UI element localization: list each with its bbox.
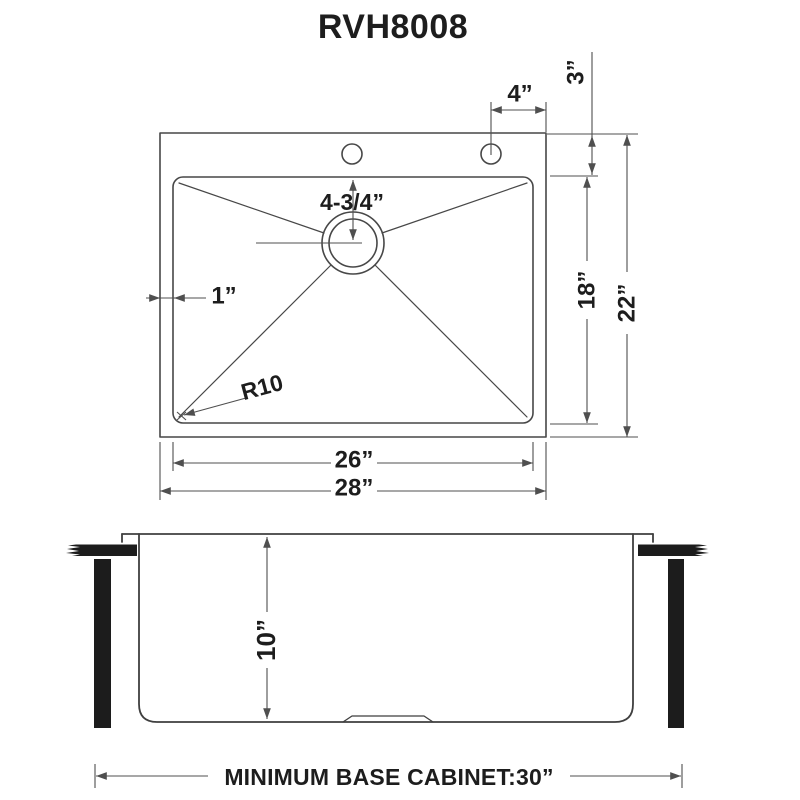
footer-dimension: MINIMUM BASE CABINET:30”	[94, 764, 683, 790]
dim-label-22in: 22”	[614, 284, 641, 323]
bowl-section-outline	[138, 533, 634, 723]
top-view	[159, 132, 547, 438]
slope-line-top-left	[178, 182, 325, 234]
top-view-dimensions: 4” 3” 4-3/4” 1” R10 18” 22”	[146, 52, 641, 502]
dim-label-1in: 1”	[211, 283, 236, 310]
r10-tick-2	[176, 411, 187, 421]
cabinet-side-right	[668, 559, 684, 728]
dim-label-18in: 18”	[574, 271, 601, 310]
dim-label-drain: 4-3/4”	[320, 189, 384, 215]
slope-line-top-right	[381, 182, 528, 234]
dim-label-r10: R10	[238, 369, 285, 405]
drain-recess	[342, 715, 434, 723]
dim-label-28in: 28”	[335, 475, 374, 502]
dim-label-26in: 26”	[335, 447, 374, 474]
leader-line-r10	[183, 397, 247, 416]
sink-bowl	[172, 176, 534, 424]
dim-label-10in: 10”	[251, 619, 281, 661]
countertop-left	[66, 544, 137, 556]
dim-label-3in: 3”	[563, 59, 590, 84]
min-base-cabinet-label: MINIMUM BASE CABINET:30”	[224, 764, 553, 790]
cabinet-side-left	[94, 559, 111, 728]
dim-label-4in: 4”	[507, 81, 532, 108]
slope-line-bottom-right	[374, 264, 528, 418]
countertop-right	[638, 544, 709, 556]
side-view-dimensions: 10”	[251, 537, 281, 719]
slope-line-bottom-left	[178, 264, 332, 418]
page-title: RVH8008	[318, 8, 468, 46]
sink-outer-rim	[159, 132, 547, 438]
faucet-hole-left	[341, 143, 363, 165]
side-view	[66, 533, 709, 728]
